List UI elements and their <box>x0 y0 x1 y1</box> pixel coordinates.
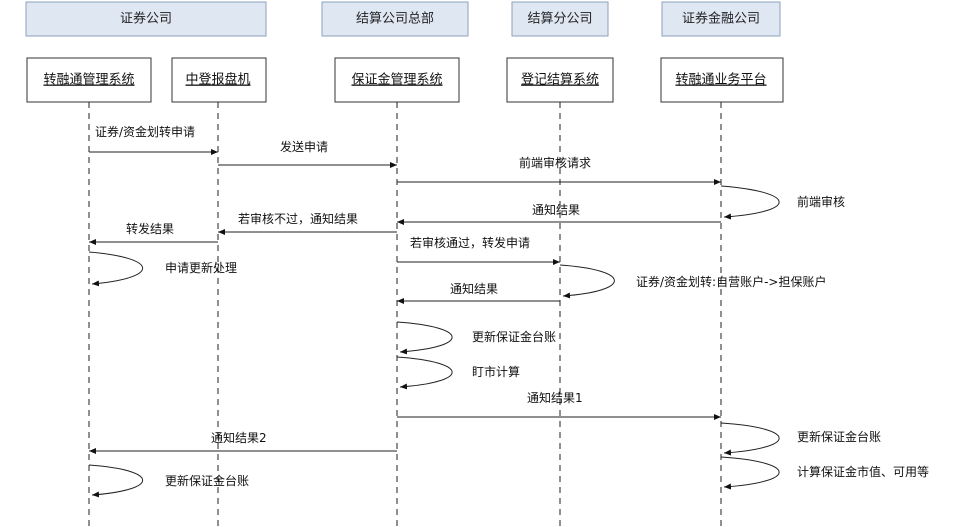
message-label: 更新保证金台账 <box>472 329 556 344</box>
group-label: 结算分公司 <box>527 12 592 27</box>
participant-label: 登记结算系统 <box>521 73 599 88</box>
group-header-securities-company: 证券公司 <box>25 1 267 37</box>
message-arrow: 通知结果2 <box>89 431 397 454</box>
message-label: 申请更新处理 <box>165 260 237 275</box>
message-label: 前端审核请求 <box>519 155 591 170</box>
message-arrow: 发送申请 <box>218 139 397 168</box>
message-label: 盯市计算 <box>472 364 520 379</box>
message-arrow: 前端审核请求 <box>397 155 721 185</box>
participant-label: 保证金管理系统 <box>351 72 442 88</box>
participant-csdc-gateway: 中登报盘机 <box>171 57 267 103</box>
self-message: 更新保证金台账 <box>720 422 881 456</box>
self-message: 证券/资金划转:自营账户->担保账户 <box>559 264 826 299</box>
message-label: 更新保证金台账 <box>165 473 249 488</box>
message-label: 通知结果1 <box>527 391 583 405</box>
self-message: 计算保证金市值、可用等 <box>720 456 929 490</box>
participant-label: 中登报盘机 <box>185 72 250 88</box>
message-arrow: 通知结果 <box>397 282 560 304</box>
message-label: 通知结果 <box>450 282 498 296</box>
message-label: 通知结果 <box>532 203 580 217</box>
participant-margin-trading-mgmt-system: 转融通管理系统 <box>26 57 152 103</box>
group-header-clearing-branch: 结算分公司 <box>511 1 609 37</box>
self-message: 更新保证金台账 <box>88 464 249 498</box>
group-label: 证券金融公司 <box>682 11 760 27</box>
message-label: 更新保证金台账 <box>797 429 881 444</box>
group-label: 证券公司 <box>120 11 172 27</box>
message-label: 通知结果2 <box>211 431 267 445</box>
participant-margin-trading-platform: 转融通业务平台 <box>660 57 784 103</box>
participant-margin-mgmt-system: 保证金管理系统 <box>334 57 460 103</box>
participant-label: 转融通业务平台 <box>675 72 766 88</box>
group-header-clearing-hq: 结算公司总部 <box>321 1 469 37</box>
message-arrow: 转发结果 <box>89 221 218 245</box>
self-message: 申请更新处理 <box>88 251 237 287</box>
self-message: 盯市计算 <box>396 356 520 390</box>
message-label: 证券/资金划转:自营账户->担保账户 <box>636 274 826 289</box>
self-message: 更新保证金台账 <box>396 321 556 355</box>
message-arrow: 若审核通过，转发申请 <box>397 235 560 265</box>
self-message: 前端审核 <box>720 185 845 220</box>
message-arrow: 若审核不过，通知结果 <box>218 211 397 235</box>
message-arrow: 证券/资金划转申请 <box>89 124 218 155</box>
group-header-securities-finance-company: 证券金融公司 <box>661 1 781 37</box>
message-arrow: 通知结果 <box>397 203 721 225</box>
group-label: 结算公司总部 <box>356 12 434 27</box>
message-label: 若审核通过，转发申请 <box>410 235 530 250</box>
message-label: 证券/资金划转申请 <box>95 124 195 139</box>
message-label: 计算保证金市值、可用等 <box>797 464 929 479</box>
participant-registration-clearing-system: 登记结算系统 <box>506 57 614 103</box>
message-label: 发送申请 <box>280 139 328 154</box>
message-label: 转发结果 <box>126 221 174 236</box>
message-label: 若审核不过，通知结果 <box>238 211 358 226</box>
message-label: 前端审核 <box>797 194 845 209</box>
message-arrow: 通知结果1 <box>397 391 721 420</box>
participant-label: 转融通管理系统 <box>43 73 134 88</box>
